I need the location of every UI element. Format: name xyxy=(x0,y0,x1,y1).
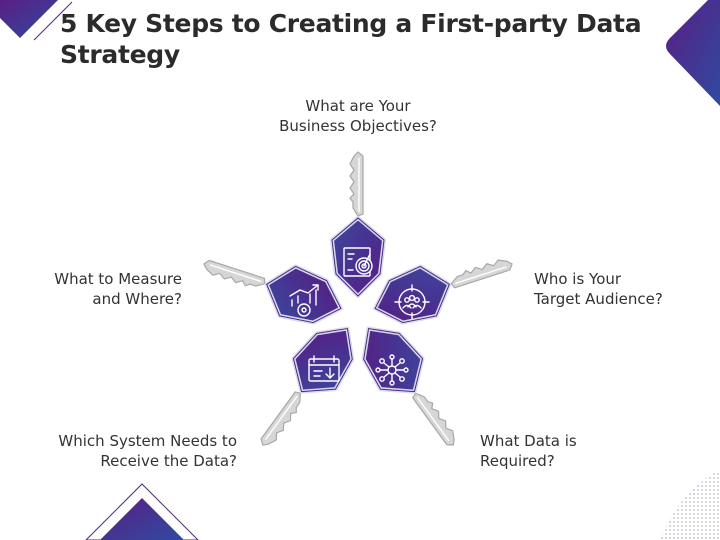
audience-target-icon xyxy=(394,284,430,320)
target-chart-icon xyxy=(343,247,373,277)
page-title: 5 Key Steps to Creating a First-party Da… xyxy=(60,9,642,69)
key-step-5 xyxy=(193,237,351,336)
step-label-line: Who is Your xyxy=(534,270,622,288)
step-label-line: What are Your xyxy=(305,97,411,115)
step-label-line: What Data is xyxy=(480,432,577,450)
step-label-line: and Where? xyxy=(92,289,182,308)
corner-decoration-bottom-left xyxy=(85,483,199,540)
key-step-4 xyxy=(242,313,369,460)
corner-decoration-top-right xyxy=(666,0,720,106)
step-label-line: What to Measure xyxy=(54,270,182,288)
corner-decoration-dots xyxy=(660,470,720,540)
key-step-1 xyxy=(330,150,386,298)
step-label-receiving-system: Which System Needs to Receive the Data? xyxy=(30,432,237,471)
step-label-target-audience: Who is Your Target Audience? xyxy=(534,270,704,309)
key-step-2 xyxy=(365,237,523,336)
growth-gear-icon xyxy=(289,284,319,317)
system-board-icon xyxy=(308,355,340,382)
step-label-measure-where: What to Measure and Where? xyxy=(22,270,182,309)
step-label-line: Which System Needs to xyxy=(58,432,237,450)
corner-decoration-top-left xyxy=(0,0,73,41)
step-label-line: Target Audience? xyxy=(534,289,663,308)
step-label-data-required: What Data is Required? xyxy=(480,432,630,471)
step-label-business-objectives: What are Your Business Objectives? xyxy=(258,97,458,136)
step-label-line: Required? xyxy=(480,451,555,470)
key-step-3 xyxy=(348,313,475,460)
data-network-icon xyxy=(375,354,409,386)
step-label-line: Business Objectives? xyxy=(279,116,437,135)
step-label-line: Receive the Data? xyxy=(100,451,237,470)
